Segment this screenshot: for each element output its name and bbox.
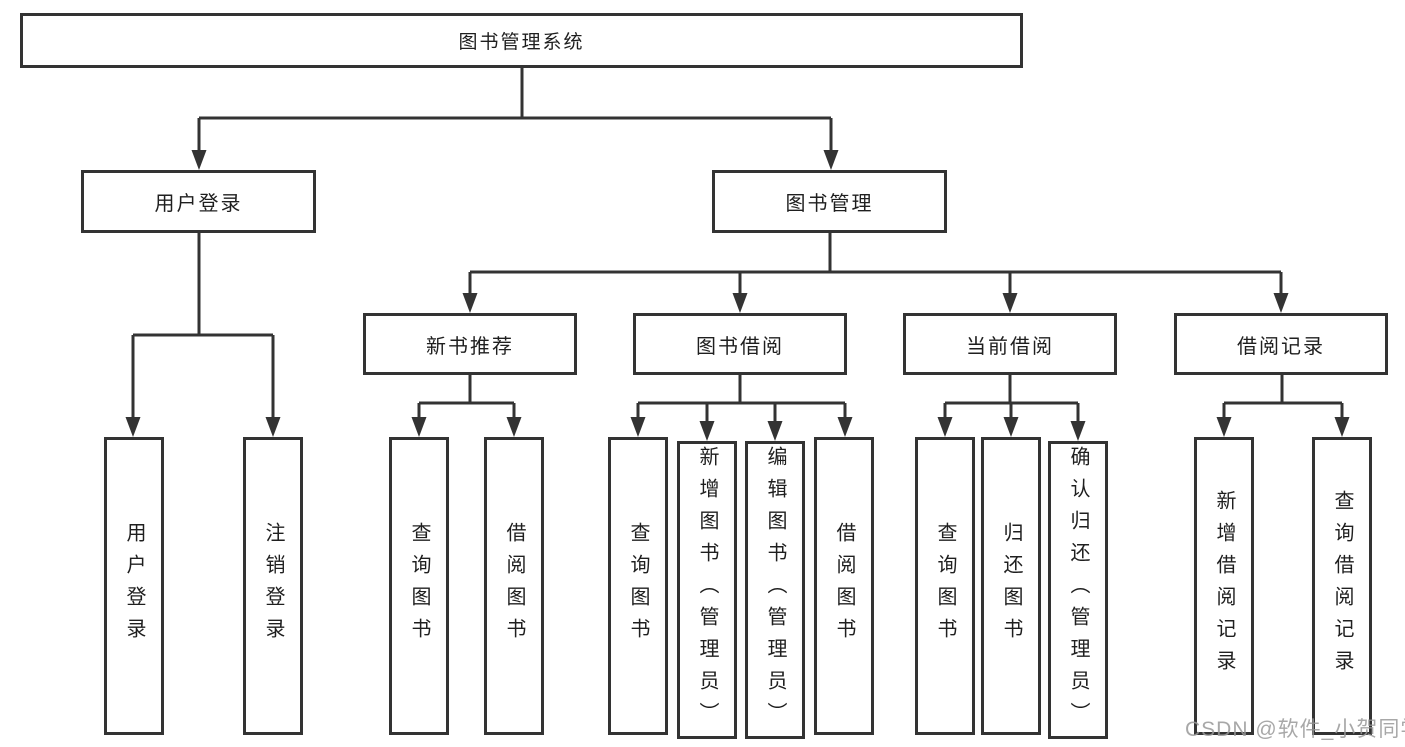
leaf-add-books-admin: 新增图书（管理员） [677,441,737,739]
leaf-query-borrow-record: 查询借阅记录 [1312,437,1372,735]
leaf-edit-books-admin: 编辑图书（管理员） [745,441,805,739]
node-book-borrow: 图书借阅 [633,313,847,375]
leaf-query-books-1: 查询图书 [389,437,449,735]
leaf-return-books: 归还图书 [981,437,1041,735]
node-borrow-records: 借阅记录 [1174,313,1388,375]
node-new-book-recommend: 新书推荐 [363,313,577,375]
csdn-watermark: CSDN @软件_小贺同学 [1185,718,1405,741]
leaf-logout: 注销登录 [243,437,303,735]
node-book-management: 图书管理 [712,170,947,233]
leaf-add-borrow-record: 新增借阅记录 [1194,437,1254,735]
leaf-borrow-books-1: 借阅图书 [484,437,544,735]
node-root-system: 图书管理系统 [20,13,1023,68]
leaf-confirm-return-admin: 确认归还（管理员） [1048,441,1108,739]
node-current-borrow: 当前借阅 [903,313,1117,375]
node-user-login: 用户登录 [81,170,316,233]
leaf-query-books-3: 查询图书 [915,437,975,735]
leaf-query-books-2: 查询图书 [608,437,668,735]
leaf-borrow-books-2: 借阅图书 [814,437,874,735]
leaf-user-login: 用户登录 [104,437,164,735]
